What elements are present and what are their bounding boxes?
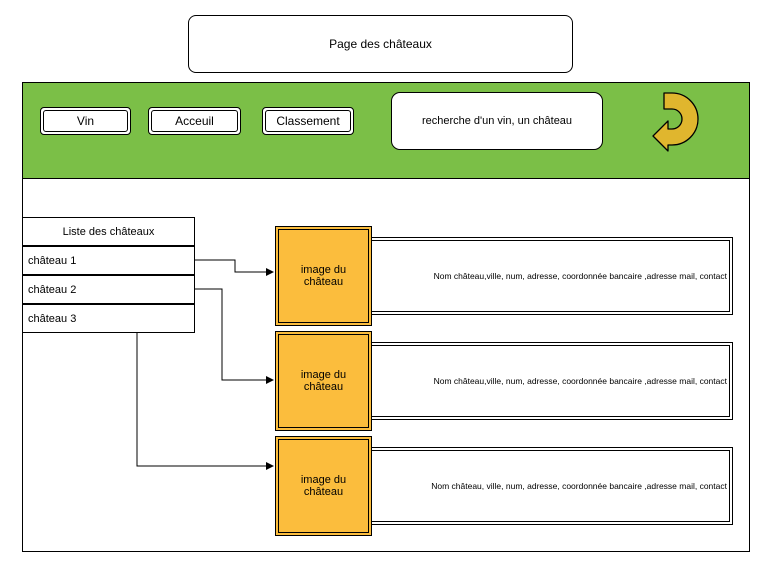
acceuil-button[interactable]: Acceuil xyxy=(148,107,241,135)
chateau-image-label: image du château xyxy=(300,369,347,393)
chateau-image-label: image du château xyxy=(300,264,347,288)
chateau-info-box-3: Nom château, ville, num, adresse, coordo… xyxy=(368,447,733,525)
navigation-bar xyxy=(22,82,750,179)
chateau-info-text: Nom château, ville, num, adresse, coordo… xyxy=(431,481,727,491)
vin-button-label: Vin xyxy=(76,114,95,128)
chateau-info-box-1: Nom château,ville, num, adresse, coordon… xyxy=(368,237,733,315)
search-box[interactable]: recherche d'un vin, un château xyxy=(391,92,603,150)
u-turn-arrow-icon[interactable] xyxy=(650,88,712,154)
chateau-image-1: image du château xyxy=(275,226,372,326)
acceuil-button-label: Acceuil xyxy=(175,114,214,128)
connector-chateau-1 xyxy=(195,259,274,276)
chateau-list-item-1[interactable]: château 1 xyxy=(22,246,195,275)
connector-chateau-3 xyxy=(136,333,274,470)
page-title-box: Page des châteaux xyxy=(188,15,573,73)
search-box-text: recherche d'un vin, un château xyxy=(421,115,573,127)
chateau-list-item-label: château 2 xyxy=(28,283,77,296)
chateau-info-text: Nom château,ville, num, adresse, coordon… xyxy=(433,271,727,281)
classement-button-label: Classement xyxy=(276,114,340,128)
chateau-list-item-3[interactable]: château 3 xyxy=(22,304,195,333)
chateau-image-label: image du château xyxy=(300,474,347,498)
chateau-info-box-2: Nom château,ville, num, adresse, coordon… xyxy=(368,342,733,420)
vin-button[interactable]: Vin xyxy=(40,107,131,135)
chateau-list-header: Liste des châteaux xyxy=(22,217,195,246)
chateau-list-item-2[interactable]: château 2 xyxy=(22,275,195,304)
chateau-info-text: Nom château,ville, num, adresse, coordon… xyxy=(433,376,727,386)
connector-chateau-2 xyxy=(195,288,274,384)
chateau-list-item-label: château 1 xyxy=(28,254,77,267)
page-title: Page des châteaux xyxy=(329,37,432,51)
chateau-list-item-label: château 3 xyxy=(28,312,77,325)
chateau-image-3: image du château xyxy=(275,436,372,536)
classement-button[interactable]: Classement xyxy=(262,107,354,135)
chateau-list-title: Liste des châteaux xyxy=(62,225,155,238)
chateau-image-2: image du château xyxy=(275,331,372,431)
